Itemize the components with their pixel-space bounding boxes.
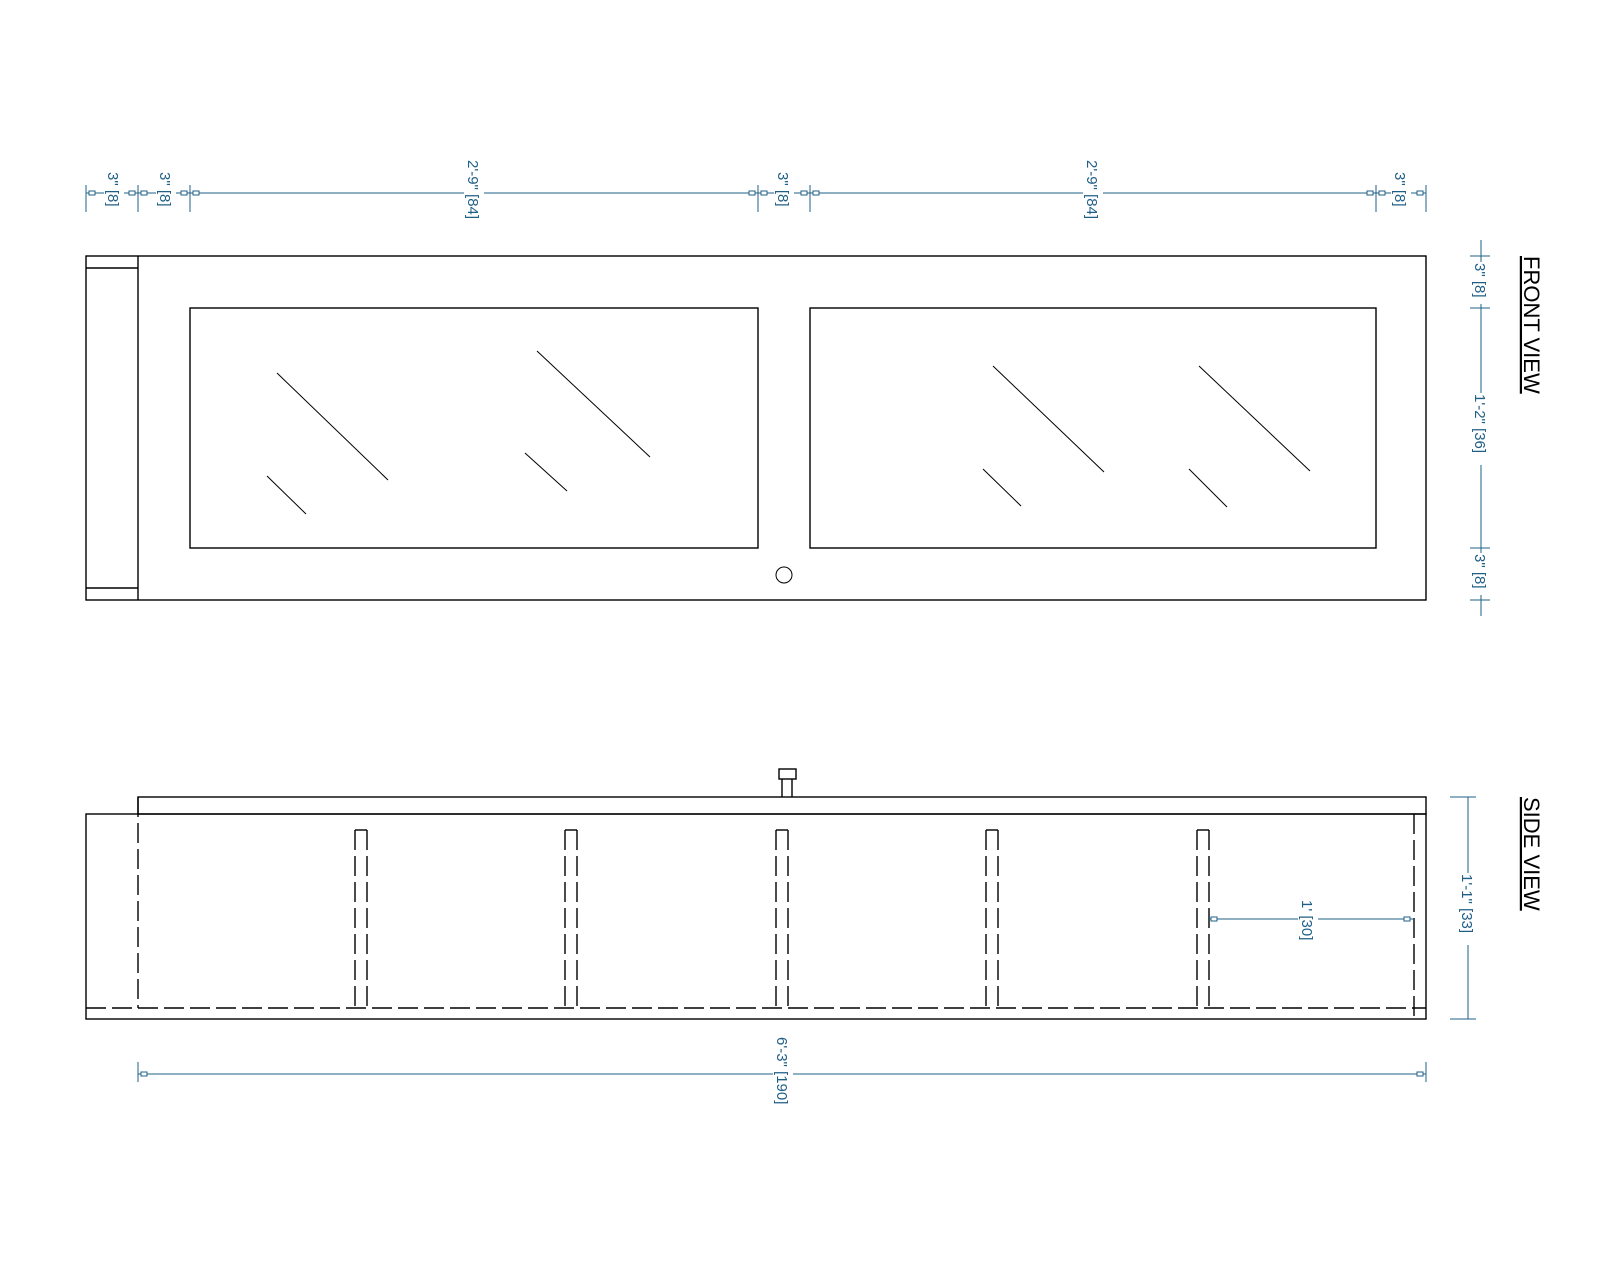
glass-pane-left — [189, 307, 759, 549]
side-view — [85, 768, 1427, 1020]
shelf-dividers — [354, 829, 1210, 1008]
dim-label: 2'-9" [84] — [464, 160, 481, 219]
front-horizontal-dimensions: 3" [8] 3" [8] 2'-9" [84] 3" [8] 2'-9" [8… — [85, 158, 1427, 232]
dim-label: 3" [8] — [774, 172, 791, 207]
side-spacing-dimension: 1' [30] — [1209, 898, 1414, 944]
dim-label: 3" [8] — [1471, 554, 1488, 589]
door-top-strip — [137, 796, 1427, 815]
side-view-title: SIDE VIEW — [1519, 797, 1544, 911]
glass-reflection-icon — [266, 350, 1311, 515]
dim-label: 1'-1" [33] — [1458, 874, 1475, 933]
side-outer-frame — [85, 813, 1427, 1020]
dim-label: 3" [8] — [104, 172, 121, 207]
dim-label: 1'-2" [36] — [1471, 394, 1488, 453]
dim-label: 3" [8] — [156, 172, 173, 207]
front-vertical-dimensions: 3" [8] 1'-2" [36] 3" [8] — [1470, 240, 1492, 616]
dim-label: 3" [8] — [1391, 172, 1408, 207]
front-outer-frame — [85, 255, 1427, 601]
side-height-dimension: 1'-1" [33] — [1450, 796, 1479, 1020]
front-view-title: FRONT VIEW — [1519, 256, 1544, 394]
dim-label: 2'-9" [84] — [1083, 160, 1100, 219]
knob-cap — [778, 768, 797, 780]
dim-label: 3" [8] — [1471, 263, 1488, 298]
glass-pane-right — [809, 307, 1377, 549]
dim-label: 1' [30] — [1298, 900, 1315, 940]
front-view — [85, 255, 1427, 601]
door-knob — [775, 566, 793, 584]
dim-label: 6'-3" [190] — [773, 1037, 790, 1104]
side-length-dimension: 6'-3" [190] — [137, 1036, 1427, 1116]
